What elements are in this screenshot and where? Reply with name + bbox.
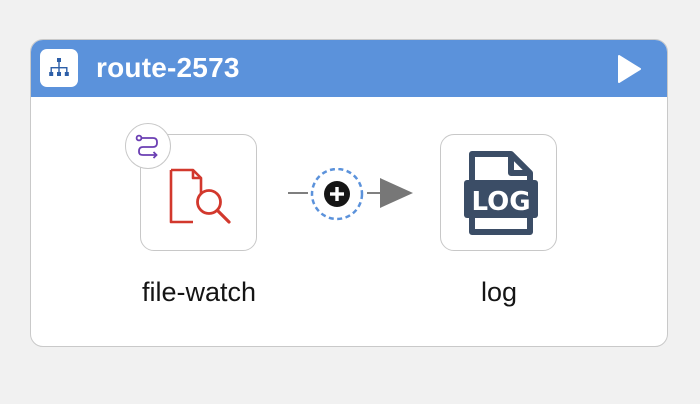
step-log[interactable]: LOG bbox=[440, 134, 557, 251]
source-route-icon bbox=[125, 123, 171, 169]
play-icon[interactable] bbox=[613, 53, 645, 85]
route-title: route-2573 bbox=[96, 52, 240, 83]
file-search-icon bbox=[169, 168, 231, 224]
step-label: file-watch bbox=[141, 277, 257, 307]
route-header: route-2573 bbox=[31, 40, 667, 97]
add-icon bbox=[324, 181, 350, 207]
step-connector bbox=[288, 178, 413, 208]
route-icon bbox=[40, 49, 78, 87]
step-label: log bbox=[480, 277, 518, 307]
route-card: route-2573 file-watch bbox=[30, 39, 668, 347]
log-file-icon: LOG bbox=[464, 151, 538, 235]
add-step-button[interactable] bbox=[307, 166, 367, 228]
log-icon-text: LOG bbox=[471, 187, 530, 217]
